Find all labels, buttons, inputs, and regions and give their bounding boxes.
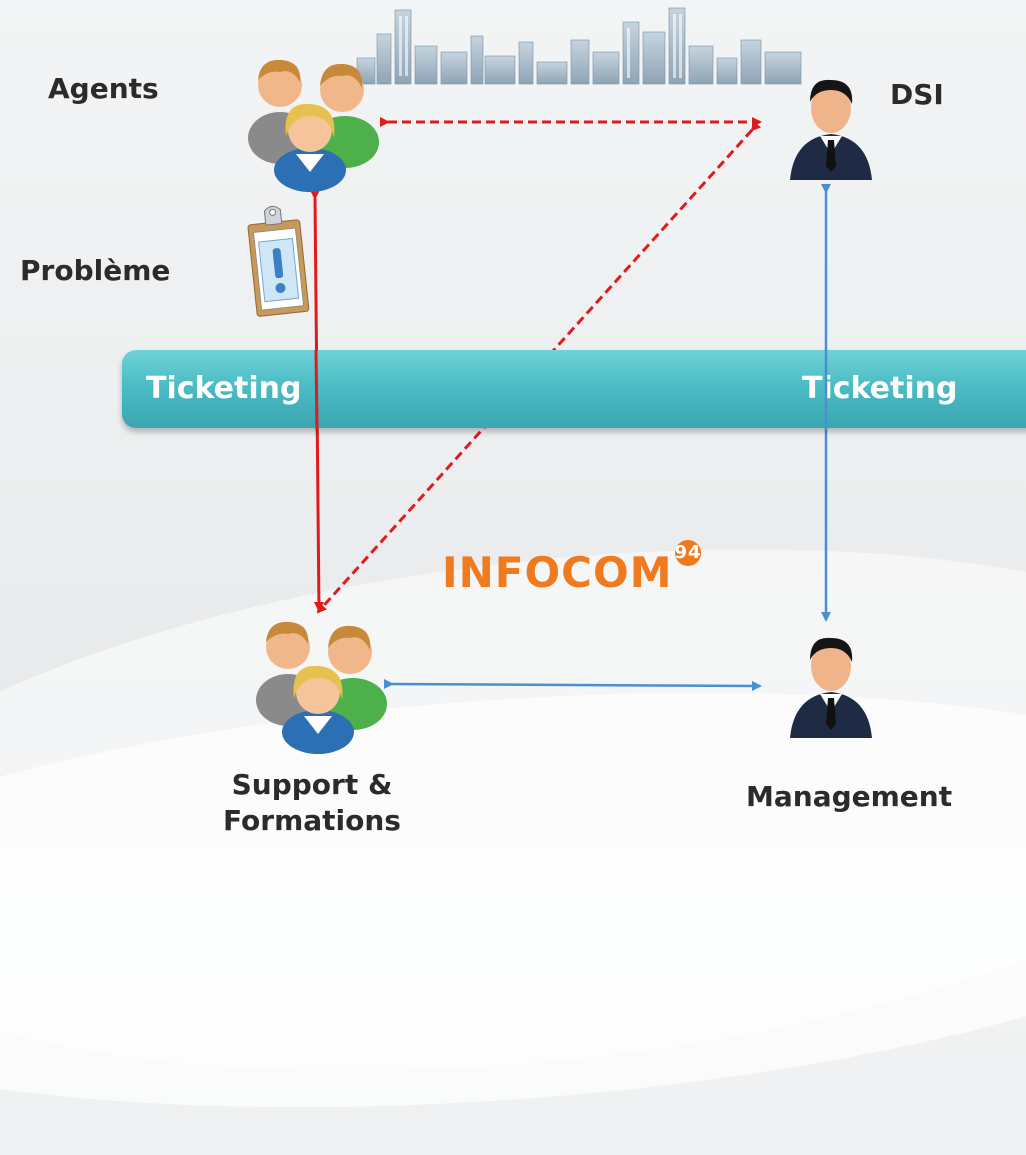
node-label-dsi: DSI — [890, 78, 944, 111]
node-label-support: Support & Formations — [192, 768, 432, 838]
logo-badge: 94 — [674, 540, 701, 566]
node-label-support-line2: Formations — [223, 804, 401, 837]
node-label-management: Management — [746, 780, 953, 813]
group-people-icon — [256, 621, 387, 754]
clipboard-alert-icon — [247, 205, 310, 317]
node-label-support-line1: Support & — [231, 768, 393, 801]
logo-text: INFOCOM — [442, 548, 673, 597]
ticketing-label-right: Ticketing — [802, 371, 958, 406]
node-label-agents: Agents — [48, 72, 159, 105]
node-label-probleme: Problème — [20, 254, 171, 287]
businessman-icon — [790, 637, 872, 738]
group-people-icon — [248, 59, 379, 192]
businessman-icon — [790, 79, 872, 180]
link-overlay — [314, 349, 828, 431]
city-skyline-icon — [356, 7, 802, 85]
ticketing-label-left: Ticketing — [146, 371, 302, 406]
ticketing-band — [122, 350, 1026, 428]
link-support-management — [383, 678, 762, 691]
